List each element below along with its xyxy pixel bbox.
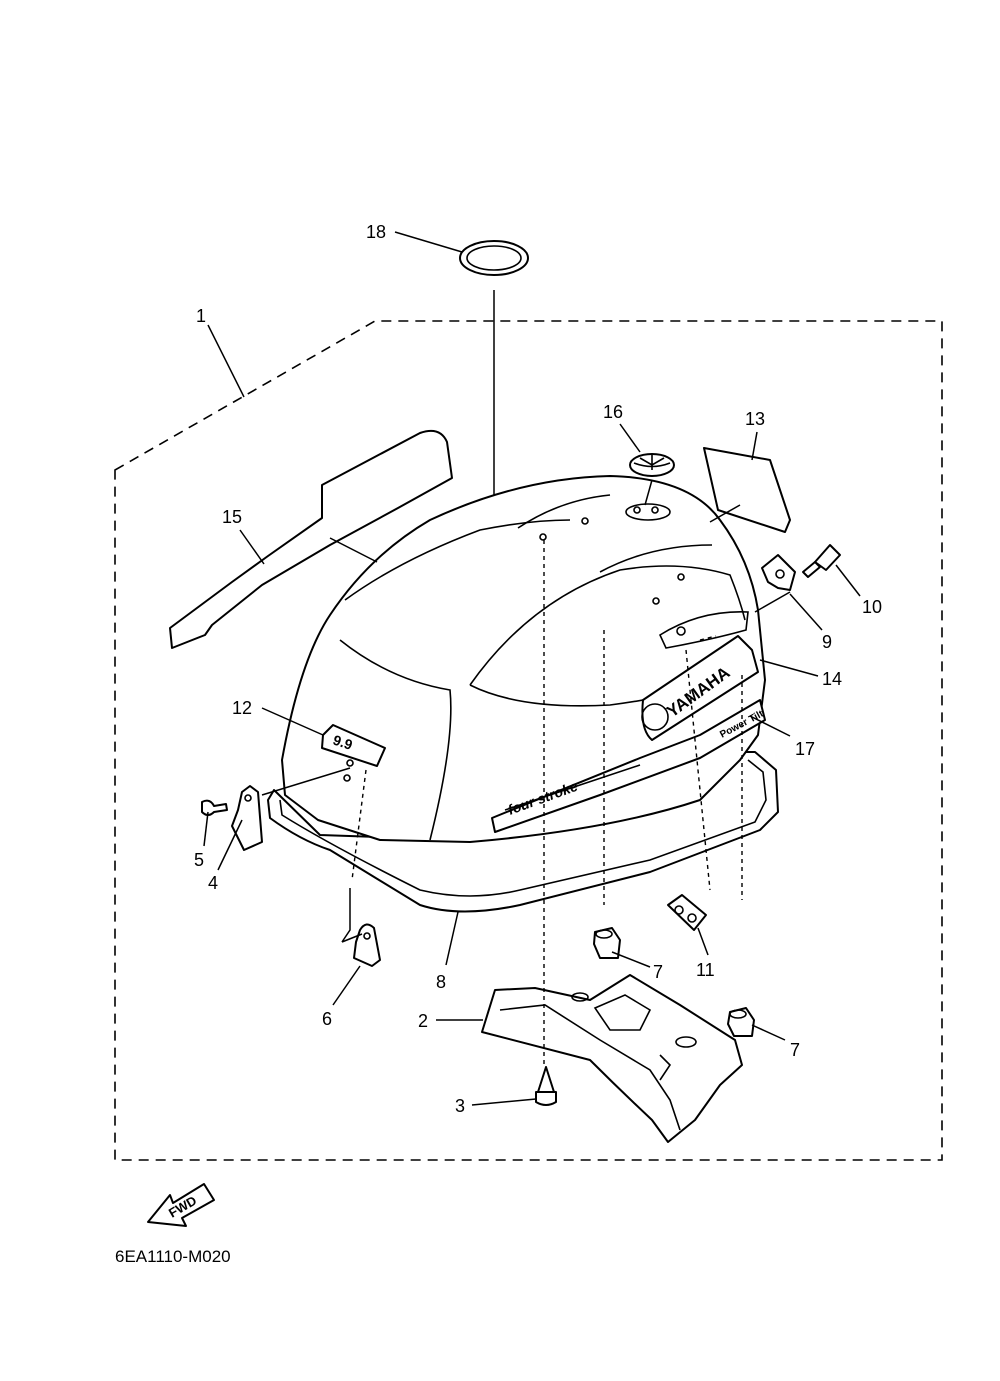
callout-15: 15 <box>222 507 242 527</box>
diagram-code: 6EA1110-M020 <box>115 1247 231 1266</box>
callout-7a: 7 <box>653 962 663 982</box>
callout-18: 18 <box>366 222 386 242</box>
callout-13: 13 <box>745 409 765 429</box>
part-5-pin <box>201 799 228 816</box>
callout-3: 3 <box>455 1096 465 1116</box>
callout-6: 6 <box>322 1009 332 1029</box>
fwd-arrow-icon: FWD <box>147 1183 215 1227</box>
part-8-seal <box>267 751 779 913</box>
callout-10: 10 <box>862 597 882 617</box>
part-16-grommet <box>629 453 675 477</box>
callout-8: 8 <box>436 972 446 992</box>
callout-17: 17 <box>795 739 815 759</box>
part-2-bottom-support <box>481 974 743 1143</box>
callout-5: 5 <box>194 850 204 870</box>
callout-11: 11 <box>696 960 715 980</box>
part-15-liner <box>169 429 453 649</box>
part-10-bolt <box>802 544 841 578</box>
callout-7b: 7 <box>790 1040 800 1060</box>
part-12-hp-badge: 9.9 <box>321 724 386 767</box>
callout-2: 2 <box>418 1011 428 1031</box>
part-3-screw <box>535 1066 557 1106</box>
callout-9: 9 <box>822 632 832 652</box>
callout-4: 4 <box>208 873 218 893</box>
part-18-ring <box>459 240 529 276</box>
decal-hp-text: 9.9 <box>331 732 355 753</box>
part-7-clip-a <box>593 927 621 959</box>
part-1-top-cowling <box>281 475 766 843</box>
callout-14: 14 <box>822 669 842 689</box>
part-13-plate <box>703 447 791 533</box>
part-9-bracket <box>761 554 796 591</box>
part-11-damper <box>667 894 707 931</box>
part-7-clip-b <box>727 1007 755 1037</box>
callout-1: 1 <box>196 306 206 326</box>
callout-16: 16 <box>603 402 623 422</box>
callout-12: 12 <box>232 698 252 718</box>
part-6-hook <box>353 923 381 967</box>
part-4-latch-lever <box>231 785 263 851</box>
